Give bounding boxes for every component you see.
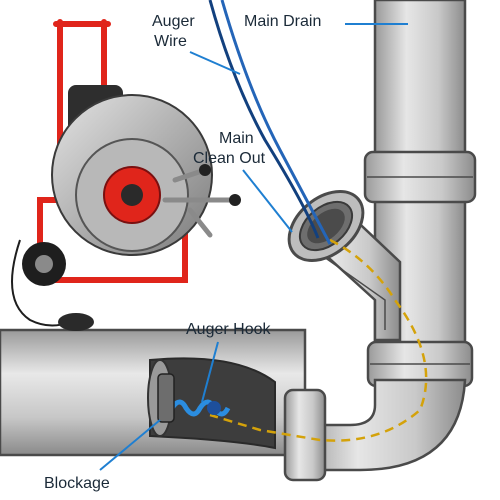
leader-main-clean-out xyxy=(242,169,293,233)
leader-auger-hook xyxy=(201,341,219,403)
label-auger-hook: Auger Hook xyxy=(186,321,271,338)
label-main-clean-out: Main Clean Out xyxy=(193,130,266,167)
blockage-icon xyxy=(157,373,175,423)
auger-path xyxy=(209,238,428,442)
leader-auger-wire xyxy=(189,51,241,75)
auger-cable xyxy=(208,0,332,245)
auger-hook-icon xyxy=(169,399,231,417)
leader-lines xyxy=(99,23,408,471)
label-auger-wire-line1: Auger xyxy=(152,13,195,30)
label-main-drain: Main Drain xyxy=(244,13,321,30)
label-blockage: Blockage xyxy=(44,475,110,492)
label-main-clean-out-line2: Clean Out xyxy=(193,150,266,167)
leader-blockage xyxy=(99,419,161,471)
label-main-clean-out-line1: Main xyxy=(219,130,254,147)
drain-auger-machine-icon xyxy=(11,19,241,331)
label-auger-wire-line2: Wire xyxy=(154,33,187,50)
label-auger-wire: Auger Wire xyxy=(152,13,195,50)
